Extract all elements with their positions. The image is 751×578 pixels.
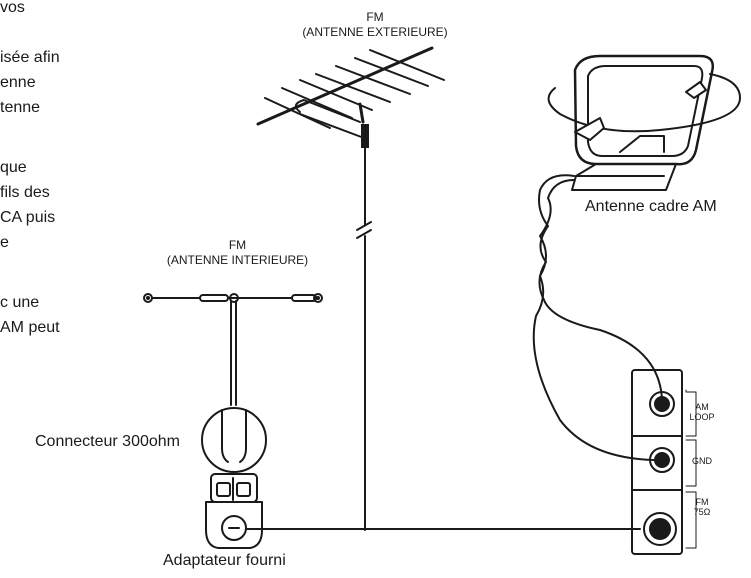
text-fragment: vos <box>0 0 25 16</box>
connector-300ohm <box>201 407 267 473</box>
text-fragment: c une <box>0 294 40 311</box>
text-fragment: enne <box>0 74 36 91</box>
text-fragment: tenne <box>0 99 41 116</box>
fm-outdoor-subtitle: (ANTENNE EXTERIEURE) <box>302 25 448 39</box>
am-loop-antenna <box>532 54 741 461</box>
connector-300ohm-label: Connecteur 300ohm <box>35 433 180 450</box>
fm-indoor-label: FM (ANTENNE INTERIEURE) <box>150 238 325 268</box>
fm-indoor-antenna <box>143 293 323 406</box>
fm-indoor-subtitle: (ANTENNE INTERIEURE) <box>166 253 309 267</box>
text-fragment: AM peut <box>0 319 60 336</box>
fm-outdoor-title: FM <box>366 10 384 24</box>
terminal-panel <box>631 369 697 555</box>
text-fragment: e <box>0 234 9 251</box>
supplied-adapter-label: Adaptateur fourni <box>163 552 286 569</box>
fm-indoor-title: FM <box>228 238 247 252</box>
am-loop-terminal-label: AM LOOP <box>689 402 715 422</box>
gnd-terminal-label: GND <box>692 456 712 466</box>
text-fragment: CA puis <box>0 209 56 226</box>
fm-75-terminal-label: FM 75Ω <box>693 497 711 517</box>
fm-outdoor-label: FM (ANTENNE EXTERIEURE) <box>290 10 460 40</box>
text-fragment: que <box>0 159 27 176</box>
text-fragment: isée afin <box>0 49 60 66</box>
fm-outdoor-antenna <box>256 46 445 531</box>
am-loop-antenna-label: Antenne cadre AM <box>585 198 717 215</box>
supplied-adapter <box>205 473 641 549</box>
text-fragment: fils des <box>0 184 50 201</box>
